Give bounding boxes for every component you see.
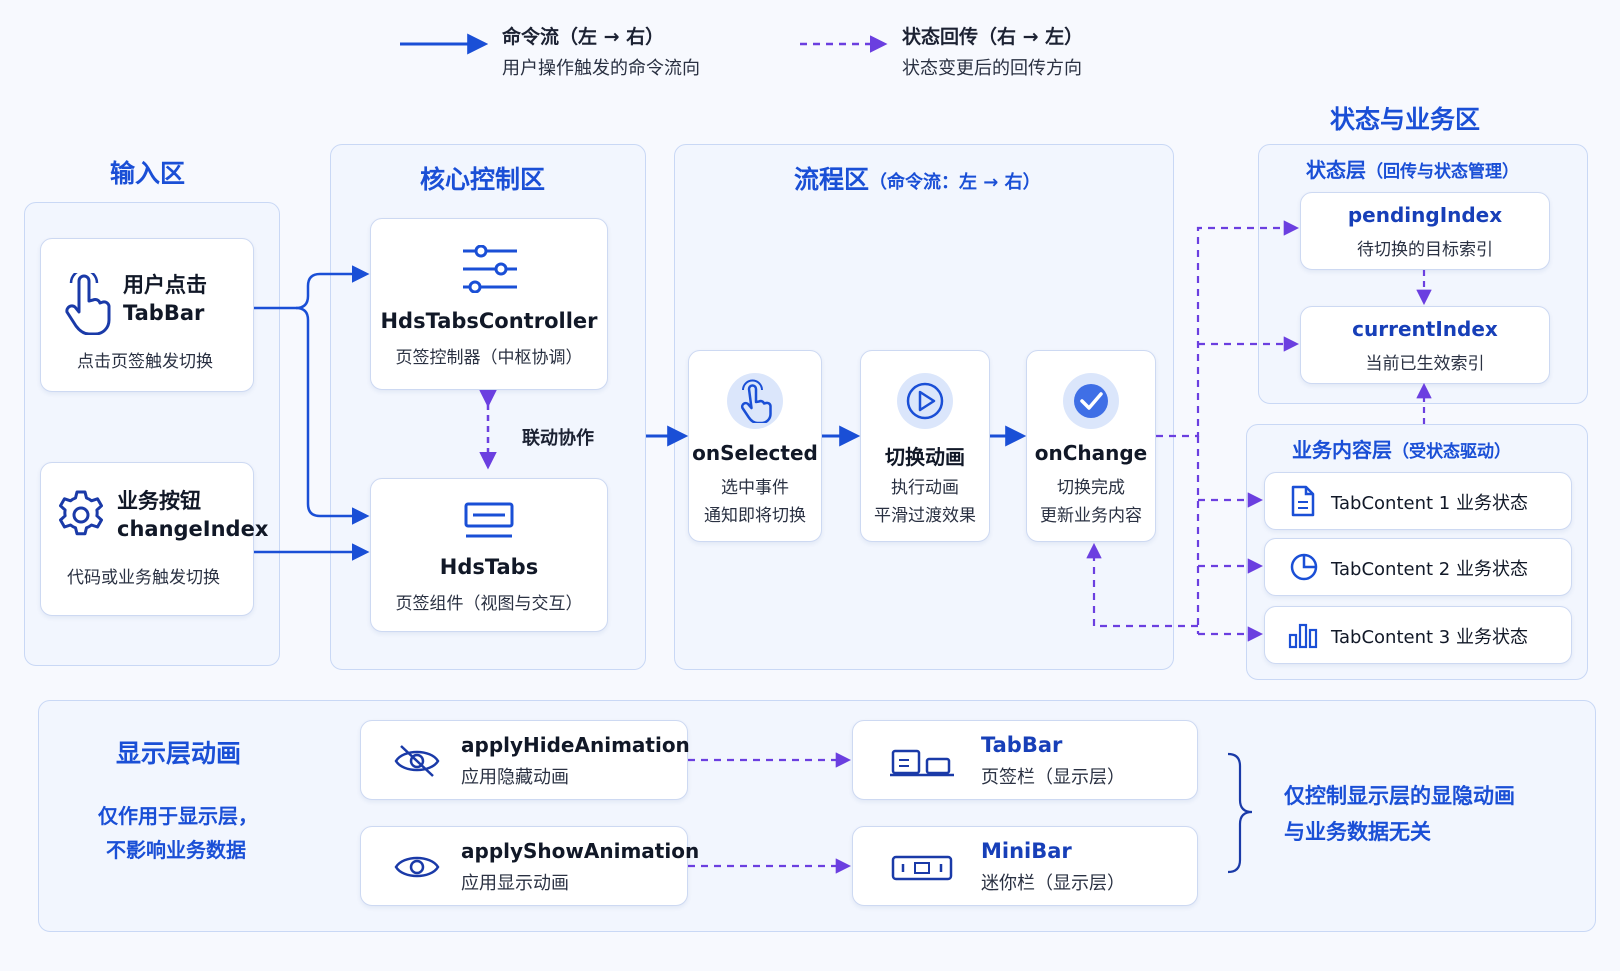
sliders-icon: [463, 245, 517, 293]
hand-pointer-icon: [65, 273, 111, 335]
flow-zone-title: 流程区（命令流：左 → 右）: [794, 165, 1041, 194]
tabbar-icon: [890, 749, 954, 777]
flow-step-onchange[interactable]: onChange 切换完成 更新业务内容: [1026, 350, 1156, 542]
flow-step-1-line2: 通知即将切换: [704, 506, 806, 526]
legend-command-desc: 用户操作触发的命令流向: [502, 58, 700, 79]
display-note-line1: 仅作用于显示层，: [98, 804, 258, 828]
tabbar-desc: 页签栏（显示层）: [981, 767, 1125, 788]
flow-step-onselected[interactable]: onSelected 选中事件 通知即将切换: [688, 350, 822, 542]
business-button-title-2: changeIndex: [117, 517, 269, 541]
content-layer-title: 业务内容层（受状态驱动）: [1292, 438, 1511, 462]
legend-command-title: 命令流（左 → 右）: [502, 26, 665, 48]
current-index-card[interactable]: currentIndex 当前已生效索引: [1300, 306, 1550, 384]
apply-show-title: applyShowAnimation: [461, 839, 700, 863]
tabs-icon: [464, 502, 514, 538]
flow-step-2-title: 切换动画: [885, 445, 965, 469]
flow-step-3-line1: 切换完成: [1057, 478, 1125, 498]
play-icon: [906, 382, 944, 420]
flow-step-animation[interactable]: 切换动画 执行动画 平滑过渡效果: [860, 350, 990, 542]
user-click-title-2: TabBar: [123, 301, 205, 325]
user-click-title-1: 用户点击: [123, 273, 207, 297]
gear-icon: [59, 490, 103, 536]
flow-step-1-title: onSelected: [692, 441, 818, 465]
tabbar-display-card[interactable]: TabBar 页签栏（显示层）: [852, 720, 1198, 800]
minibar-title: MiniBar: [981, 839, 1072, 863]
apply-hide-desc: 应用隐藏动画: [461, 767, 569, 788]
flow-step-1-line1: 选中事件: [721, 478, 789, 498]
check-icon: [1074, 384, 1108, 418]
controller-title: HdsTabsController: [380, 309, 598, 333]
tab-content-3-label: TabContent 3 业务状态: [1331, 627, 1528, 648]
tab-content-1-label: TabContent 1 业务状态: [1331, 493, 1528, 514]
controller-card[interactable]: HdsTabsController 页签控制器（中枢协调）: [370, 218, 608, 390]
apply-hide-title: applyHideAnimation: [461, 733, 690, 757]
display-zone: [38, 700, 1596, 932]
tab-content-3[interactable]: TabContent 3 业务状态: [1264, 606, 1572, 664]
eye-off-icon: [394, 745, 440, 777]
tab-content-1[interactable]: TabContent 1 业务状态: [1264, 472, 1572, 530]
state-layer-title: 状态层（回传与状态管理）: [1306, 158, 1519, 182]
user-click-card[interactable]: 用户点击 TabBar 点击页签触发切换: [40, 238, 254, 392]
display-summary-line1: 仅控制显示层的显隐动画: [1284, 784, 1515, 808]
tabs-desc: 页签组件（视图与交互）: [395, 594, 583, 614]
business-button-title-1: 业务按钮: [117, 489, 201, 513]
pending-index-title: pendingIndex: [1347, 203, 1503, 227]
tabbar-title: TabBar: [981, 733, 1063, 757]
tab-content-2-label: TabContent 2 业务状态: [1331, 559, 1528, 580]
flow-step-3-line2: 更新业务内容: [1040, 506, 1142, 526]
state-zone-title: 状态与业务区: [1330, 105, 1481, 134]
current-index-desc: 当前已生效索引: [1365, 354, 1485, 374]
minibar-display-card[interactable]: MiniBar 迷你栏（显示层）: [852, 826, 1198, 906]
display-zone-title: 显示层动画: [116, 739, 242, 768]
tabs-title: HdsTabs: [439, 555, 539, 579]
apply-show-desc: 应用显示动画: [461, 873, 569, 894]
user-click-desc: 点击页签触发切换: [77, 352, 213, 372]
pie-chart-icon: [1290, 553, 1318, 581]
business-button-desc: 代码或业务触发切换: [67, 568, 220, 588]
eye-icon: [394, 856, 440, 878]
step-icon-bg: [897, 373, 953, 429]
pending-index-desc: 待切换的目标索引: [1357, 240, 1493, 260]
tabs-card[interactable]: HdsTabs 页签组件（视图与交互）: [370, 478, 608, 632]
legend-state-desc: 状态变更后的回传方向: [902, 58, 1082, 79]
document-icon: [1291, 485, 1315, 517]
input-zone-title: 输入区: [110, 159, 186, 188]
link-label: 联动协作: [522, 428, 594, 449]
bar-chart-icon: [1288, 623, 1318, 649]
minibar-desc: 迷你栏（显示层）: [981, 873, 1125, 894]
minibar-icon: [891, 855, 953, 881]
display-note-line2: 不影响业务数据: [106, 838, 246, 862]
legend-state-title: 状态回传（右 → 左）: [902, 26, 1084, 48]
flow-step-3-title: onChange: [1034, 441, 1148, 465]
tap-icon: [740, 379, 772, 423]
flow-step-2-line1: 执行动画: [891, 478, 959, 498]
display-summary-line2: 与业务数据无关: [1284, 820, 1431, 844]
apply-hide-animation-card[interactable]: applyHideAnimation 应用隐藏动画: [360, 720, 690, 800]
pending-index-card[interactable]: pendingIndex 待切换的目标索引: [1300, 192, 1550, 270]
tab-content-2[interactable]: TabContent 2 业务状态: [1264, 538, 1572, 596]
core-zone-title: 核心控制区: [420, 165, 546, 194]
flow-step-2-line2: 平滑过渡效果: [874, 506, 976, 526]
controller-desc: 页签控制器（中枢协调）: [395, 348, 583, 368]
business-button-card[interactable]: 业务按钮 changeIndex 代码或业务触发切换: [40, 462, 268, 616]
apply-show-animation-card[interactable]: applyShowAnimation 应用显示动画: [360, 826, 699, 906]
current-index-title: currentIndex: [1352, 317, 1498, 341]
